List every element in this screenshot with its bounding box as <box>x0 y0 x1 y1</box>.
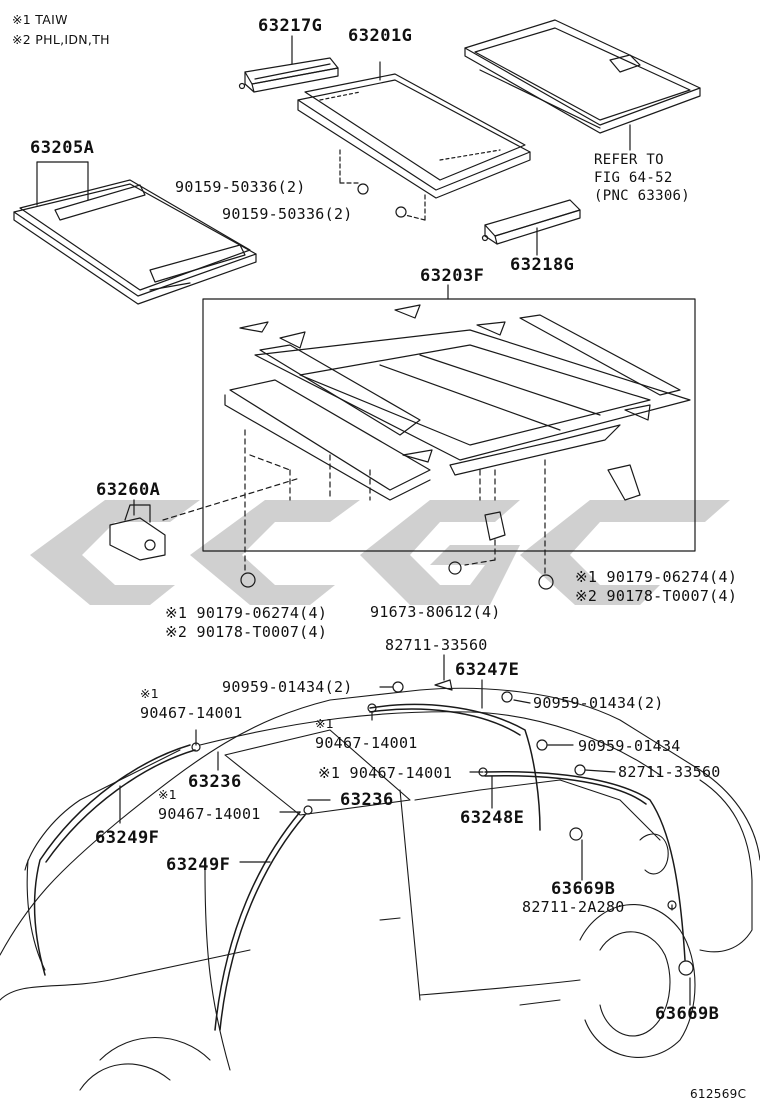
refer-note: REFER TO FIG 64-52 (PNC 63306) <box>594 152 691 204</box>
part-label-90159-50336-b[interactable]: 90159-50336(2) <box>222 205 353 223</box>
bracket-63217g-drawing <box>238 57 339 93</box>
note-mark-4: ※1 <box>158 787 178 802</box>
part-label-90959-01434-right[interactable]: 90959-01434(2) <box>533 694 664 712</box>
housing-63203f-box <box>202 298 696 552</box>
part-label-90467-14001-d[interactable]: 90467-14001 <box>158 805 261 823</box>
part-label-63236-b[interactable]: 63236 <box>340 790 394 810</box>
part-label-63249f-b[interactable]: 63249F <box>166 855 231 875</box>
note-1: ※1 TAIW <box>12 12 68 27</box>
part-label-63217g[interactable]: 63217G <box>258 16 323 36</box>
part-label-63205a[interactable]: 63205A <box>30 138 95 158</box>
part-label-clip-right-2[interactable]: ※2 90178-T0007(4) <box>575 587 738 605</box>
drain-seal-63205a-drawing <box>13 179 257 305</box>
part-label-82711-33560-b[interactable]: 82711-33560 <box>618 763 721 781</box>
part-label-90467-14001-c[interactable]: ※1 90467-14001 <box>318 764 453 782</box>
motor-63260a-drawing <box>109 504 166 561</box>
part-label-63218g[interactable]: 63218G <box>510 255 575 275</box>
part-label-82711-33560-a[interactable]: 82711-33560 <box>385 636 488 654</box>
part-label-clip-left-1[interactable]: ※1 90179-06274(4) <box>165 604 328 622</box>
drain-hoses-drawing <box>33 703 686 1031</box>
car-body-drawing <box>0 687 760 1091</box>
bracket-63218g-drawing <box>481 199 581 245</box>
part-label-90959-01434-left[interactable]: 90959-01434(2) <box>222 678 353 696</box>
part-label-63669b-a[interactable]: 63669B <box>551 879 616 899</box>
part-label-63203f[interactable]: 63203F <box>420 266 485 286</box>
part-label-63247e[interactable]: 63247E <box>455 660 520 680</box>
part-label-63236-a[interactable]: 63236 <box>188 772 242 792</box>
note-2: ※2 PHL,IDN,TH <box>12 32 110 47</box>
part-label-clip-left-2[interactable]: ※2 90178-T0007(4) <box>165 623 328 641</box>
housing-63203f-drawing <box>224 304 691 541</box>
watermark-logo <box>30 500 730 605</box>
part-label-63260a[interactable]: 63260A <box>96 480 161 500</box>
part-label-63669b-b[interactable]: 63669B <box>655 1004 720 1024</box>
note-mark-2: ※1 <box>315 716 335 731</box>
sunshade-drawing <box>464 19 701 134</box>
part-label-91673-80612[interactable]: 91673-80612(4) <box>370 603 501 621</box>
part-label-63249f-a[interactable]: 63249F <box>95 828 160 848</box>
part-label-90959-01434[interactable]: 90959-01434 <box>578 737 681 755</box>
part-label-90467-14001-a[interactable]: 90467-14001 <box>140 704 243 722</box>
part-label-90159-50336-a[interactable]: 90159-50336(2) <box>175 178 306 196</box>
glass-63201g-drawing <box>297 61 531 199</box>
note-mark-1: ※1 <box>140 686 160 701</box>
part-label-90467-14001-b[interactable]: 90467-14001 <box>315 734 418 752</box>
part-label-82711-2a280[interactable]: 82711-2A280 <box>522 898 625 916</box>
figure-code: 612569C <box>690 1087 747 1101</box>
part-label-clip-right-1[interactable]: ※1 90179-06274(4) <box>575 568 738 586</box>
part-label-63201g[interactable]: 63201G <box>348 26 413 46</box>
part-label-63248e[interactable]: 63248E <box>460 808 525 828</box>
